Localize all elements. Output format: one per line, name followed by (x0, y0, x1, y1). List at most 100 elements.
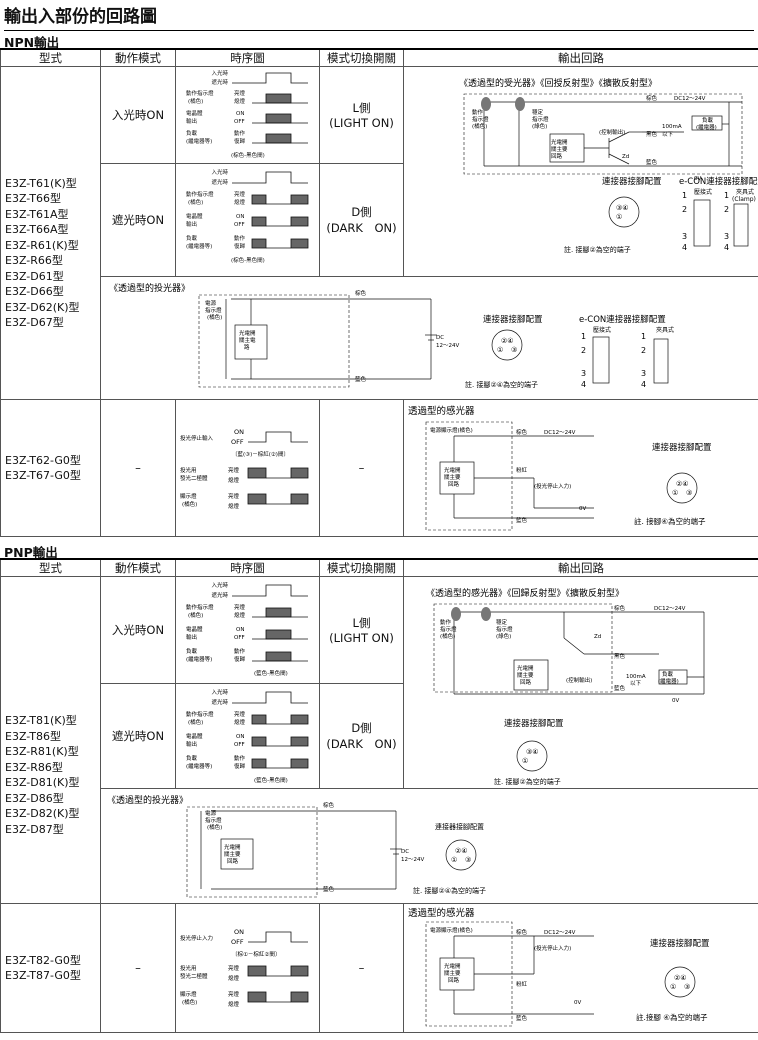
svg-text:電源: 電源 (205, 809, 217, 817)
pnp-switch-dash: – (319, 903, 404, 1033)
svg-text:壓接式: 壓接式 (593, 326, 611, 334)
svg-text:遮光時: 遮光時 (211, 591, 228, 599)
svg-text:熄燈: 熄燈 (228, 974, 240, 982)
svg-text:回路: 回路 (448, 480, 460, 488)
svg-text:亮燈: 亮燈 (228, 492, 240, 500)
svg-text:粉紅: 粉紅 (516, 466, 528, 474)
svg-text:顯示燈: 顯示燈 (180, 492, 197, 500)
header-switch: 模式切換開關 (319, 48, 404, 67)
header-model: 型式 (0, 558, 101, 577)
svg-text:ON: ON (234, 928, 244, 936)
svg-text:①: ① (497, 346, 503, 354)
npn-switch-dark-on: D側 (DARK ON) (319, 163, 404, 277)
npn-mode-dash: – (100, 399, 176, 537)
header-mode: 動作模式 (100, 558, 176, 577)
svg-text:入光時: 入光時 (211, 688, 228, 696)
model-item: E3Z-T67-G0型 (5, 469, 81, 482)
npn-table: 型式 動作模式 時序圖 模式切換開關 輸出回路 E3Z-T61(K)型 E3Z-… (0, 48, 758, 537)
svg-text:穩定: 穩定 (532, 108, 544, 116)
svg-text:OFF: OFF (234, 119, 245, 125)
svg-text:註. 接腳②④為空的端子: 註. 接腳②④為空的端子 (465, 380, 538, 389)
model-item: E3Z-D81(K)型 (5, 776, 80, 789)
svg-text:ON: ON (236, 214, 244, 220)
svg-text:投光用: 投光用 (180, 466, 197, 474)
model-item: E3Z-D61型 (5, 269, 64, 283)
svg-text:藍色: 藍色 (516, 1014, 528, 1022)
svg-text:夾具式: 夾具式 (656, 326, 674, 334)
svg-text:動作: 動作 (234, 129, 246, 137)
svg-text:遮光時: 遮光時 (211, 78, 228, 86)
svg-text:動作指示燈: 動作指示燈 (186, 710, 214, 718)
svg-text:棕色: 棕色 (323, 801, 335, 809)
svg-text:輸出: 輸出 (186, 117, 197, 125)
svg-text:負載: 負載 (662, 670, 674, 678)
svg-text:OFF: OFF (231, 938, 244, 946)
svg-text:③④: ③④ (616, 204, 629, 212)
header-circuit: 輸出回路 (403, 558, 758, 577)
npn-switch-dash: – (319, 399, 404, 537)
svg-text:回路: 回路 (227, 857, 239, 865)
svg-text:亮燈: 亮燈 (228, 990, 240, 998)
conn-pin-title: 連接器接腳配置 (602, 176, 662, 187)
svg-text:(繼電器等): (繼電器等) (186, 655, 212, 663)
model-item: E3Z-T86型 (5, 729, 61, 743)
header-timing: 時序圖 (175, 48, 320, 67)
svg-text:1: 1 (724, 191, 729, 200)
svg-text:2: 2 (682, 205, 687, 214)
switch-side: L側 (352, 101, 371, 115)
svg-text:〔藍(③)－棕紅(②)間〕: 〔藍(③)－棕紅(②)間〕 (232, 450, 289, 458)
svg-text:①: ① (451, 856, 457, 864)
svg-text:動作指示燈: 動作指示燈 (186, 190, 214, 198)
header-model: 型式 (0, 48, 101, 67)
svg-text:4: 4 (724, 243, 729, 252)
svg-text:熄燈: 熄燈 (228, 502, 240, 510)
model-item: E3Z-T66A型 (5, 223, 69, 236)
svg-text:亮燈: 亮燈 (234, 89, 246, 97)
svg-text:關主要: 關主要 (224, 850, 241, 858)
svg-text:ON: ON (236, 734, 244, 740)
svg-text:ON: ON (236, 111, 244, 117)
svg-text:連接器接腳配置: 連接器接腳配置 (652, 442, 712, 453)
model-item: E3Z-R86型 (5, 760, 63, 774)
svg-text:DC12～24V: DC12～24V (654, 606, 686, 612)
svg-text:(控制輸出): (控制輸出) (566, 676, 592, 684)
svg-text:熄燈: 熄燈 (234, 198, 246, 206)
svg-text:(Clamp): (Clamp) (732, 196, 756, 203)
svg-text:復歸: 復歸 (234, 137, 246, 145)
svg-text:光電開: 光電開 (224, 843, 241, 851)
svg-text:《透過型的投光器》: 《透過型的投光器》 (107, 794, 188, 806)
model-item: E3Z-T82-G0型 (5, 953, 81, 967)
switch-desc: (LIGHT ON) (329, 631, 394, 645)
switch-side: D側 (351, 205, 372, 219)
svg-text:2: 2 (641, 346, 646, 355)
svg-text:動作: 動作 (234, 647, 246, 655)
svg-text:回路: 回路 (520, 678, 532, 686)
svg-text:透過型的感光器: 透過型的感光器 (408, 405, 475, 417)
svg-text:(橘色): (橘色) (472, 122, 487, 130)
svg-text:3: 3 (641, 369, 646, 378)
econ-pin-title: e-CON連接器接腳配置 (679, 176, 758, 187)
svg-text:註. 接腳②④為空的端子: 註. 接腳②④為空的端子 (413, 886, 486, 895)
svg-text:e-CON連接器接腳配置: e-CON連接器接腳配置 (579, 314, 666, 325)
svg-text:發光二極體: 發光二極體 (180, 972, 208, 980)
switch-side: D側 (351, 721, 372, 735)
svg-text:(橘色): (橘色) (188, 97, 203, 105)
svg-text:復歸: 復歸 (234, 655, 246, 663)
svg-text:光電開: 光電開 (517, 664, 534, 672)
header-switch: 模式切換開關 (319, 558, 404, 577)
svg-text:(橘色): (橘色) (188, 611, 203, 619)
svg-text:復歸: 復歸 (234, 242, 246, 250)
svg-text:光電開: 光電開 (239, 329, 256, 337)
svg-text:動作: 動作 (234, 234, 246, 242)
svg-text:(投光停止入力): (投光停止入力) (534, 482, 571, 490)
svg-text:關主要: 關主要 (517, 671, 534, 679)
svg-text:電晶體: 電晶體 (186, 109, 203, 117)
svg-text:(橘色): (橘色) (207, 313, 222, 321)
